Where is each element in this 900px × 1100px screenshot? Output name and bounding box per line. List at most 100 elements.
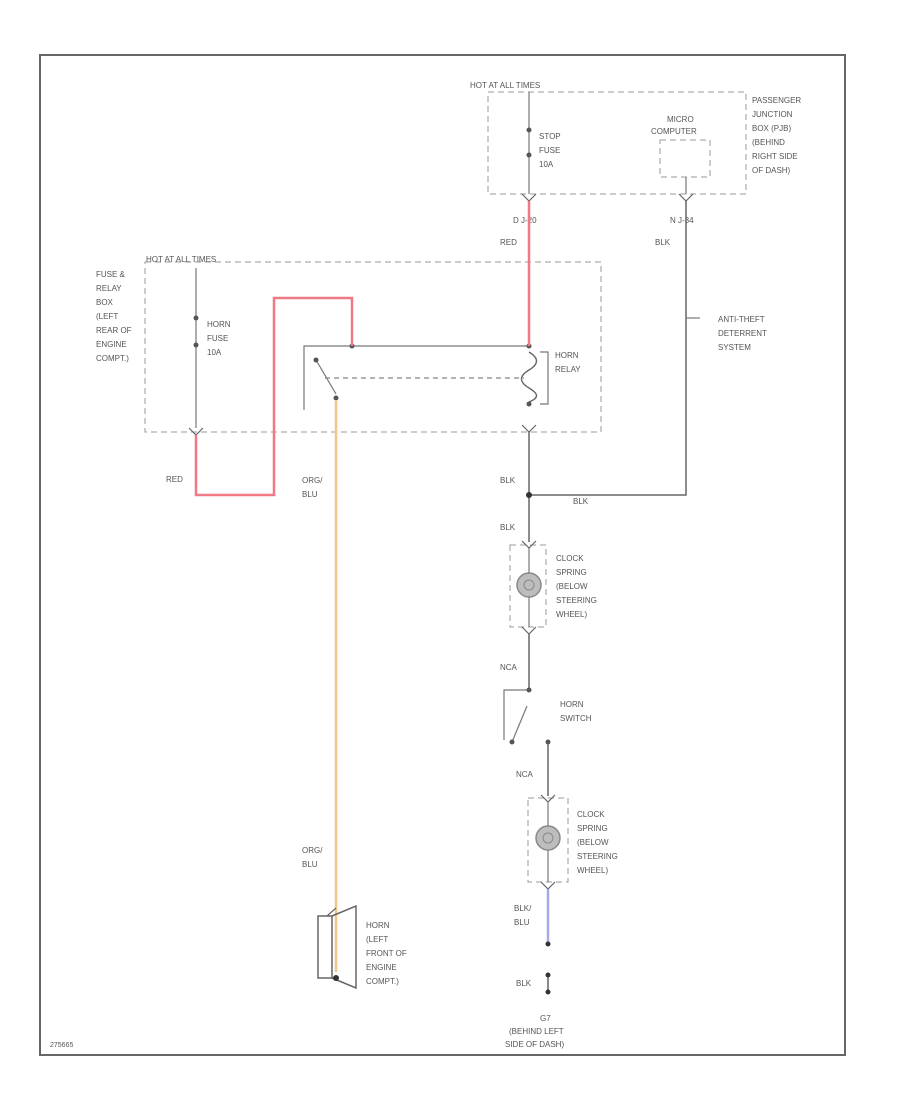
- svg-text:STEERING: STEERING: [577, 852, 618, 861]
- wire-label-org-blu-bottom: ORG/ BLU: [302, 846, 323, 869]
- horn-fuse-bottom-terminal: [193, 342, 199, 348]
- svg-text:HORN: HORN: [366, 921, 390, 930]
- svg-text:WHEEL): WHEEL): [556, 610, 587, 619]
- blk-wire-anti-theft: [529, 201, 687, 496]
- svg-text:(BELOW: (BELOW: [577, 838, 609, 847]
- horn-switch-blade: [511, 705, 528, 743]
- svg-text:ANTI-THEFT: ANTI-THEFT: [718, 315, 765, 324]
- clock-spring-top-box: [509, 544, 547, 628]
- wire-label-blk-junction-right: BLK: [573, 497, 589, 506]
- svg-text:(LEFT: (LEFT: [366, 935, 388, 944]
- ground-id: G7: [540, 1014, 551, 1023]
- svg-text:COMPUTER: COMPUTER: [651, 127, 697, 136]
- svg-text:HORN: HORN: [207, 320, 231, 329]
- svg-text:BLU: BLU: [302, 490, 318, 499]
- relay-connector-bottom: [521, 424, 537, 433]
- svg-text:CLOCK: CLOCK: [556, 554, 584, 563]
- svg-text:(BEHIND: (BEHIND: [752, 138, 785, 147]
- wire-label-blk-above-cs: BLK: [500, 523, 516, 532]
- pin-label-right: N J-34: [670, 216, 694, 225]
- clock-spring-bottom-coil: [535, 825, 561, 851]
- svg-text:CLOCK: CLOCK: [577, 810, 605, 819]
- frb-hot-label: HOT AT ALL TIMES: [146, 255, 216, 264]
- horn-relay-coil: [520, 351, 538, 403]
- svg-text:COMPT.): COMPT.): [366, 977, 399, 986]
- pjb-connector-left: [521, 193, 537, 202]
- diagram-frame: [39, 54, 846, 1056]
- stop-fuse-label: STOP FUSE 10A: [539, 132, 561, 169]
- svg-text:SWITCH: SWITCH: [560, 714, 592, 723]
- svg-text:10A: 10A: [539, 160, 554, 169]
- svg-text:FUSE: FUSE: [539, 146, 560, 155]
- svg-text:BLU: BLU: [514, 918, 530, 927]
- wire-label-red-left: RED: [166, 475, 183, 484]
- stop-fuse-top-terminal: [526, 127, 532, 133]
- horn-fuse-top-terminal: [193, 315, 199, 321]
- ground-terminal: [545, 989, 551, 995]
- wire-label-blk-junction: BLK: [500, 476, 516, 485]
- horn-fuse-label: HORN FUSE 10A: [207, 320, 231, 357]
- splice-junction: [526, 492, 532, 498]
- pin-label-left: D J-20: [513, 216, 537, 225]
- diagram-code: 275665: [50, 1042, 73, 1049]
- svg-text:PASSENGER: PASSENGER: [752, 96, 801, 105]
- stop-fuse-bottom-terminal: [526, 152, 532, 158]
- micro-computer-box: [659, 139, 711, 178]
- passenger-junction-box: [487, 91, 747, 195]
- frb-location-label: FUSE & RELAY BOX (LEFT REAR OF ENGINE CO…: [96, 270, 132, 363]
- svg-text:ORG/: ORG/: [302, 476, 323, 485]
- svg-text:ORG/: ORG/: [302, 846, 323, 855]
- pjb-location-label: PASSENGER JUNCTION BOX (PJB) (BEHIND RIG…: [752, 96, 801, 175]
- wire-label-blk-micro: BLK: [655, 238, 671, 247]
- svg-text:BOX: BOX: [96, 298, 114, 307]
- svg-text:BLU: BLU: [302, 860, 318, 869]
- svg-text:COMPT.): COMPT.): [96, 354, 129, 363]
- svg-text:ENGINE: ENGINE: [96, 340, 127, 349]
- svg-text:ENGINE: ENGINE: [366, 963, 397, 972]
- svg-text:(LEFT: (LEFT: [96, 312, 118, 321]
- svg-text:BLK/: BLK/: [514, 904, 532, 913]
- svg-text:STEERING: STEERING: [556, 596, 597, 605]
- svg-text:STOP: STOP: [539, 132, 561, 141]
- wire-label-nca-below-cs: NCA: [500, 663, 518, 672]
- svg-text:HORN: HORN: [560, 700, 584, 709]
- wire-label-nca-below-sw: NCA: [516, 770, 534, 779]
- svg-text:RELAY: RELAY: [96, 284, 122, 293]
- svg-text:FUSE &: FUSE &: [96, 270, 126, 279]
- svg-text:WHEEL): WHEEL): [577, 866, 608, 875]
- svg-text:FUSE: FUSE: [207, 334, 228, 343]
- horn-label: HORN (LEFT FRONT OF ENGINE COMPT.): [366, 921, 407, 986]
- wire-label-org-blu-top: ORG/ BLU: [302, 476, 323, 499]
- svg-text:SPRING: SPRING: [577, 824, 608, 833]
- horn-symbol: [317, 904, 357, 990]
- pjb-hot-label: HOT AT ALL TIMES: [470, 81, 540, 90]
- clock-spring-top-coil: [516, 572, 542, 598]
- ground-location-label: (BEHIND LEFT SIDE OF DASH): [505, 1027, 564, 1049]
- wire-label-red-top: RED: [500, 238, 517, 247]
- svg-text:(BEHIND LEFT: (BEHIND LEFT: [509, 1027, 564, 1036]
- svg-text:RELAY: RELAY: [555, 365, 581, 374]
- svg-text:OF DASH): OF DASH): [752, 166, 791, 175]
- svg-text:MICRO: MICRO: [667, 115, 694, 124]
- svg-text:10A: 10A: [207, 348, 222, 357]
- red-wire-loop: [194, 296, 354, 497]
- svg-text:JUNCTION: JUNCTION: [752, 110, 793, 119]
- clock-spring-top-label: CLOCK SPRING (BELOW STEERING WHEEL): [556, 554, 597, 619]
- svg-text:DETERRENT: DETERRENT: [718, 329, 767, 338]
- svg-text:SYSTEM: SYSTEM: [718, 343, 751, 352]
- fuse-relay-box: [144, 261, 602, 433]
- svg-text:RIGHT SIDE: RIGHT SIDE: [752, 152, 798, 161]
- horn-relay-label: HORN RELAY: [555, 351, 581, 374]
- svg-text:FRONT OF: FRONT OF: [366, 949, 407, 958]
- micro-computer-label: MICRO COMPUTER: [651, 115, 697, 136]
- anti-theft-label: ANTI-THEFT DETERRENT SYSTEM: [718, 315, 767, 352]
- svg-text:SIDE OF DASH): SIDE OF DASH): [505, 1040, 564, 1049]
- clock-spring-bottom-label: CLOCK SPRING (BELOW STEERING WHEEL): [577, 810, 618, 875]
- svg-text:REAR OF: REAR OF: [96, 326, 132, 335]
- svg-text:(BELOW: (BELOW: [556, 582, 588, 591]
- svg-text:HORN: HORN: [555, 351, 579, 360]
- horn-switch-label: HORN SWITCH: [560, 700, 592, 723]
- wire-label-blk-blu: BLK/ BLU: [514, 904, 532, 927]
- horn-switch-frame: [503, 689, 529, 740]
